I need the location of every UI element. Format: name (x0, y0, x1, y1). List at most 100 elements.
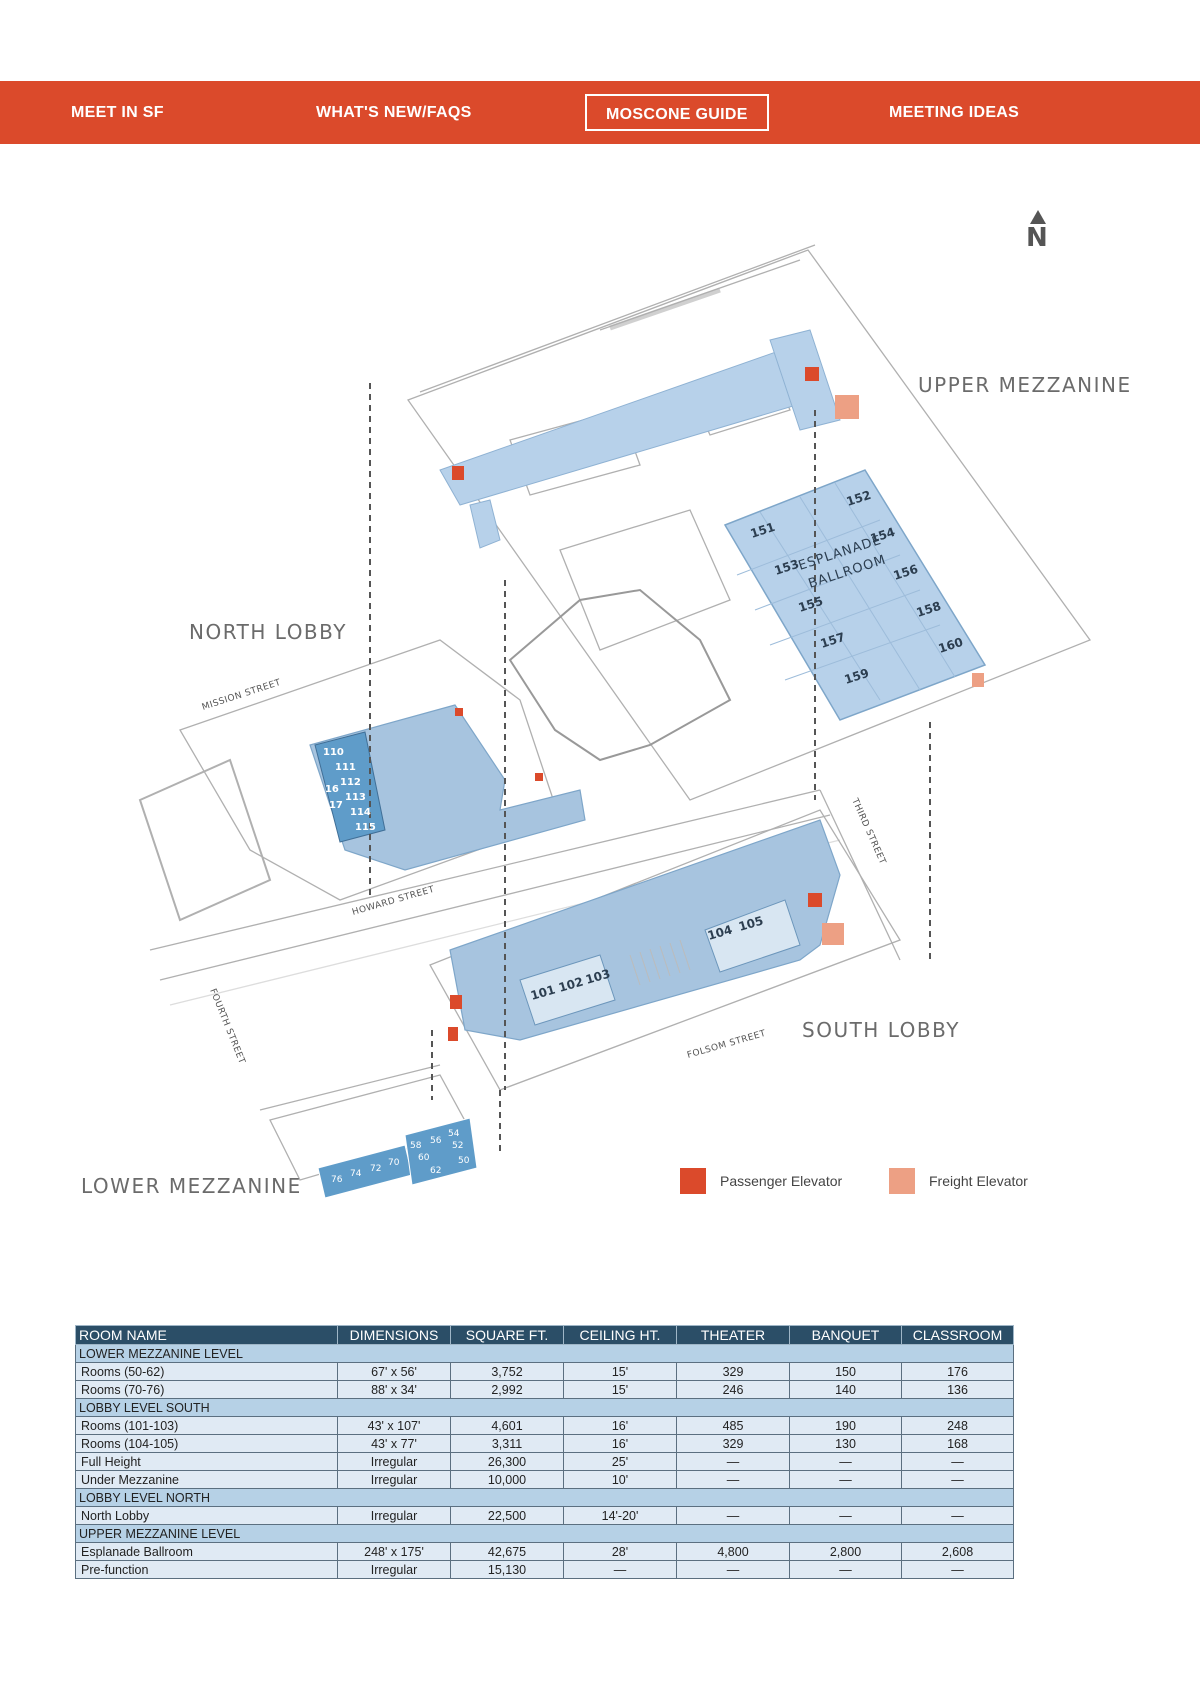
table-cell: 190 (789, 1416, 902, 1435)
room-label: 110 (323, 747, 344, 758)
lower-rooms-70-76 (317, 1144, 413, 1199)
table-cell: Esplanade Ballroom (75, 1542, 338, 1561)
table-cell: 329 (676, 1362, 790, 1381)
table-cell: — (676, 1560, 790, 1579)
room-label: 58 (410, 1141, 422, 1151)
table-cell: — (789, 1560, 902, 1579)
room-label: 72 (370, 1164, 381, 1174)
table-cell: 43' x 107' (337, 1416, 451, 1435)
table-cell: 248 (901, 1416, 1014, 1435)
room-label: 74 (350, 1169, 362, 1179)
table-cell: — (789, 1470, 902, 1489)
area-label-north-lobby: NORTH LOBBY (189, 620, 347, 644)
table-cell: 3,311 (450, 1434, 564, 1453)
room-label: 102 (557, 975, 585, 995)
table-cell: 168 (901, 1434, 1014, 1453)
table-cell: — (901, 1470, 1014, 1489)
table-cell: 88' x 34' (337, 1380, 451, 1399)
room-label: 117 (322, 800, 343, 811)
table-cell: 329 (676, 1434, 790, 1453)
nav-meet-in-sf[interactable]: MEET IN SF (71, 104, 164, 121)
street-label-mission: MISSION STREET (201, 678, 283, 713)
room-label: 111 (335, 762, 356, 773)
table-cell: Under Mezzanine (75, 1470, 338, 1489)
freight-elevator-markers (822, 395, 984, 945)
table-cell: 140 (789, 1380, 902, 1399)
room-label: 114 (350, 807, 371, 818)
table-cell: 16' (563, 1434, 677, 1453)
legend-passenger-elevator: Passenger Elevator (680, 1168, 842, 1194)
table-cell: Full Height (75, 1452, 338, 1471)
nav-moscone-guide[interactable]: MOSCONE GUIDE (585, 94, 769, 131)
room-label: 116 (318, 784, 339, 795)
table-cell: 26,300 (450, 1452, 564, 1471)
upper-mezzanine-outline (406, 249, 1092, 801)
table-cell: Rooms (104-105) (75, 1434, 338, 1453)
table-cell: Rooms (70-76) (75, 1380, 338, 1399)
table-cell: 136 (901, 1380, 1014, 1399)
nav-whats-new-faqs[interactable]: WHAT'S NEW/FAQS (316, 104, 472, 121)
table-cell: 10' (563, 1470, 677, 1489)
table-cell: 15' (563, 1362, 677, 1381)
table-header-row: ROOM NAME DIMENSIONS SQUARE FT. CEILING … (75, 1325, 1014, 1345)
room-label: 112 (340, 777, 361, 788)
table-cell: — (789, 1506, 902, 1525)
table-cell: — (676, 1506, 790, 1525)
column-header: ROOM NAME (75, 1325, 338, 1345)
table-cell: 246 (676, 1380, 790, 1399)
table-cell: — (563, 1560, 677, 1579)
table-cell: 176 (901, 1362, 1014, 1381)
room-label: 115 (355, 822, 376, 833)
legend-label: Passenger Elevator (720, 1173, 843, 1189)
street-label-fourth: FOURTH STREET (207, 987, 246, 1065)
street-label-howard: HOWARD STREET (351, 885, 436, 918)
table-cell: 28' (563, 1542, 677, 1561)
room-label: 54 (448, 1129, 460, 1139)
legend-label: Freight Elevator (929, 1173, 1028, 1189)
upper-corridor (439, 339, 831, 506)
section-title: LOWER MEZZANINE LEVEL (75, 1344, 1014, 1363)
table-cell: 42,675 (450, 1542, 564, 1561)
table-section-row: LOWER MEZZANINE LEVEL (75, 1344, 1014, 1363)
column-header: CLASSROOM (901, 1325, 1014, 1345)
section-title: LOBBY LEVEL SOUTH (75, 1398, 1014, 1417)
column-header: THEATER (676, 1325, 790, 1345)
compass-letter: N (1026, 223, 1048, 253)
room-label: 52 (452, 1141, 463, 1151)
passenger-elevator-swatch (680, 1168, 706, 1194)
table-cell: 10,000 (450, 1470, 564, 1489)
table-cell: North Lobby (75, 1506, 338, 1525)
room-label: 101 (529, 983, 557, 1003)
table-cell: 15' (563, 1380, 677, 1399)
north-arrow-icon: N (1026, 210, 1050, 256)
column-header: DIMENSIONS (337, 1325, 451, 1345)
top-nav-bar: MEET IN SF WHAT'S NEW/FAQS MOSCONE GUIDE… (0, 81, 1200, 144)
esplanade-ballroom-area (723, 469, 987, 721)
room-label: 62 (430, 1166, 441, 1176)
legend-freight-elevator: Freight Elevator (889, 1168, 1028, 1194)
table-cell: 25' (563, 1452, 677, 1471)
area-label-south-lobby: SOUTH LOBBY (802, 1018, 960, 1042)
table-cell: 67' x 56' (337, 1362, 451, 1381)
table-cell: 150 (789, 1362, 902, 1381)
room-label: 76 (331, 1175, 343, 1185)
area-label-lower-mezzanine: LOWER MEZZANINE (81, 1174, 302, 1198)
nav-meeting-ideas[interactable]: MEETING IDEAS (889, 104, 1020, 121)
section-title: LOBBY LEVEL NORTH (75, 1488, 1014, 1507)
column-header: SQUARE FT. (450, 1325, 564, 1345)
area-label-upper-mezzanine: UPPER MEZZANINE (918, 373, 1132, 397)
table-cell: Irregular (337, 1470, 451, 1489)
table-cell: 130 (789, 1434, 902, 1453)
table-cell: 4,601 (450, 1416, 564, 1435)
table-cell: — (789, 1452, 902, 1471)
table-cell: Irregular (337, 1452, 451, 1471)
freight-elevator-swatch (889, 1168, 915, 1194)
